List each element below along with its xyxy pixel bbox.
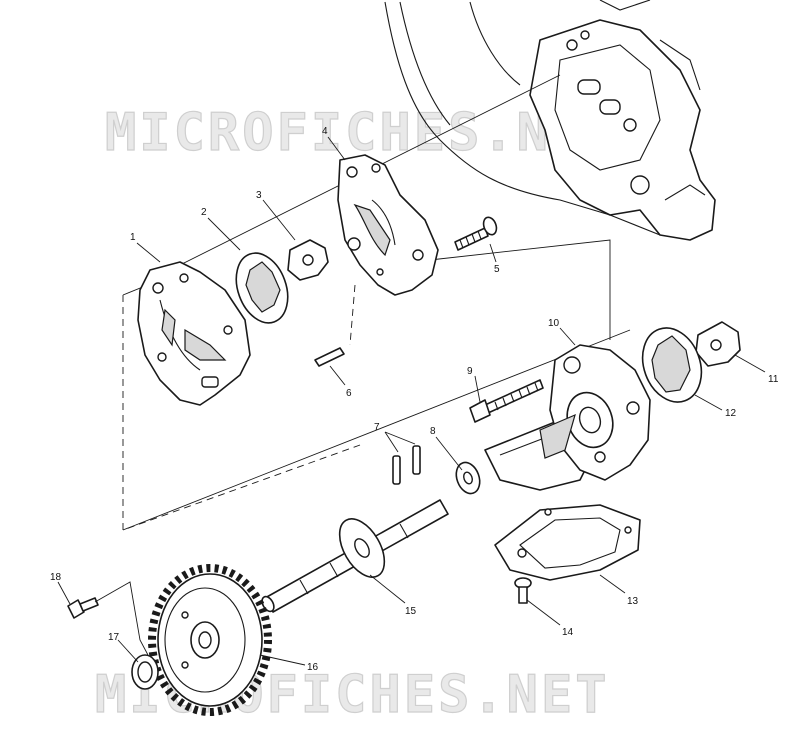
leaders: [57, 136, 766, 666]
callout-16: 16: [307, 662, 319, 673]
dowel-pins-pair: [392, 445, 421, 485]
thrust-washer: [455, 461, 481, 495]
gear-bolt: [67, 597, 99, 619]
inner-rotor: [287, 239, 329, 281]
callout-5: 5: [494, 264, 500, 275]
pump-housing: [484, 344, 651, 491]
callout-11: 11: [768, 374, 779, 385]
alignment-line-right: [429, 239, 611, 340]
callout-18: 18: [50, 572, 62, 583]
callout-10: 10: [548, 318, 560, 329]
pump-body-plate: [337, 154, 439, 296]
callout-14: 14: [562, 627, 574, 638]
leader-7: [384, 431, 416, 453]
dowel-pin: [314, 347, 345, 367]
callout-7: 7: [374, 422, 380, 433]
inner-rotor-right: [695, 321, 741, 367]
crankcase-housing: [384, 0, 716, 241]
watermark-top: MICROFICHES.NET: [105, 103, 620, 163]
drive-gear: [148, 564, 272, 716]
pump-cover-plate: [137, 261, 251, 406]
long-pump-bolt: [469, 379, 544, 423]
callout-1: 1: [130, 232, 136, 243]
callout-13: 13: [627, 596, 639, 607]
callout-4: 4: [322, 126, 328, 137]
callout-15: 15: [405, 606, 417, 617]
gear-washer: [131, 654, 159, 690]
callout-12: 12: [725, 408, 737, 419]
pump-gasket: [494, 504, 641, 581]
alignment-line-bottom: [122, 329, 631, 531]
gasket-screw: [514, 577, 532, 604]
pump-screw: [454, 216, 498, 251]
callout-3: 3: [256, 190, 262, 201]
callout-17: 17: [108, 632, 120, 643]
leader-18-frame: [94, 581, 149, 656]
callout-8: 8: [430, 426, 436, 437]
callout-2: 2: [201, 207, 207, 218]
outer-rotor-ring: [235, 252, 289, 324]
pump-drive-shaft: [261, 499, 449, 613]
callout-6: 6: [346, 388, 352, 399]
callout-9: 9: [467, 366, 473, 377]
pin-alignment-line: [349, 284, 356, 346]
outer-rotor-ring-right: [641, 327, 703, 403]
